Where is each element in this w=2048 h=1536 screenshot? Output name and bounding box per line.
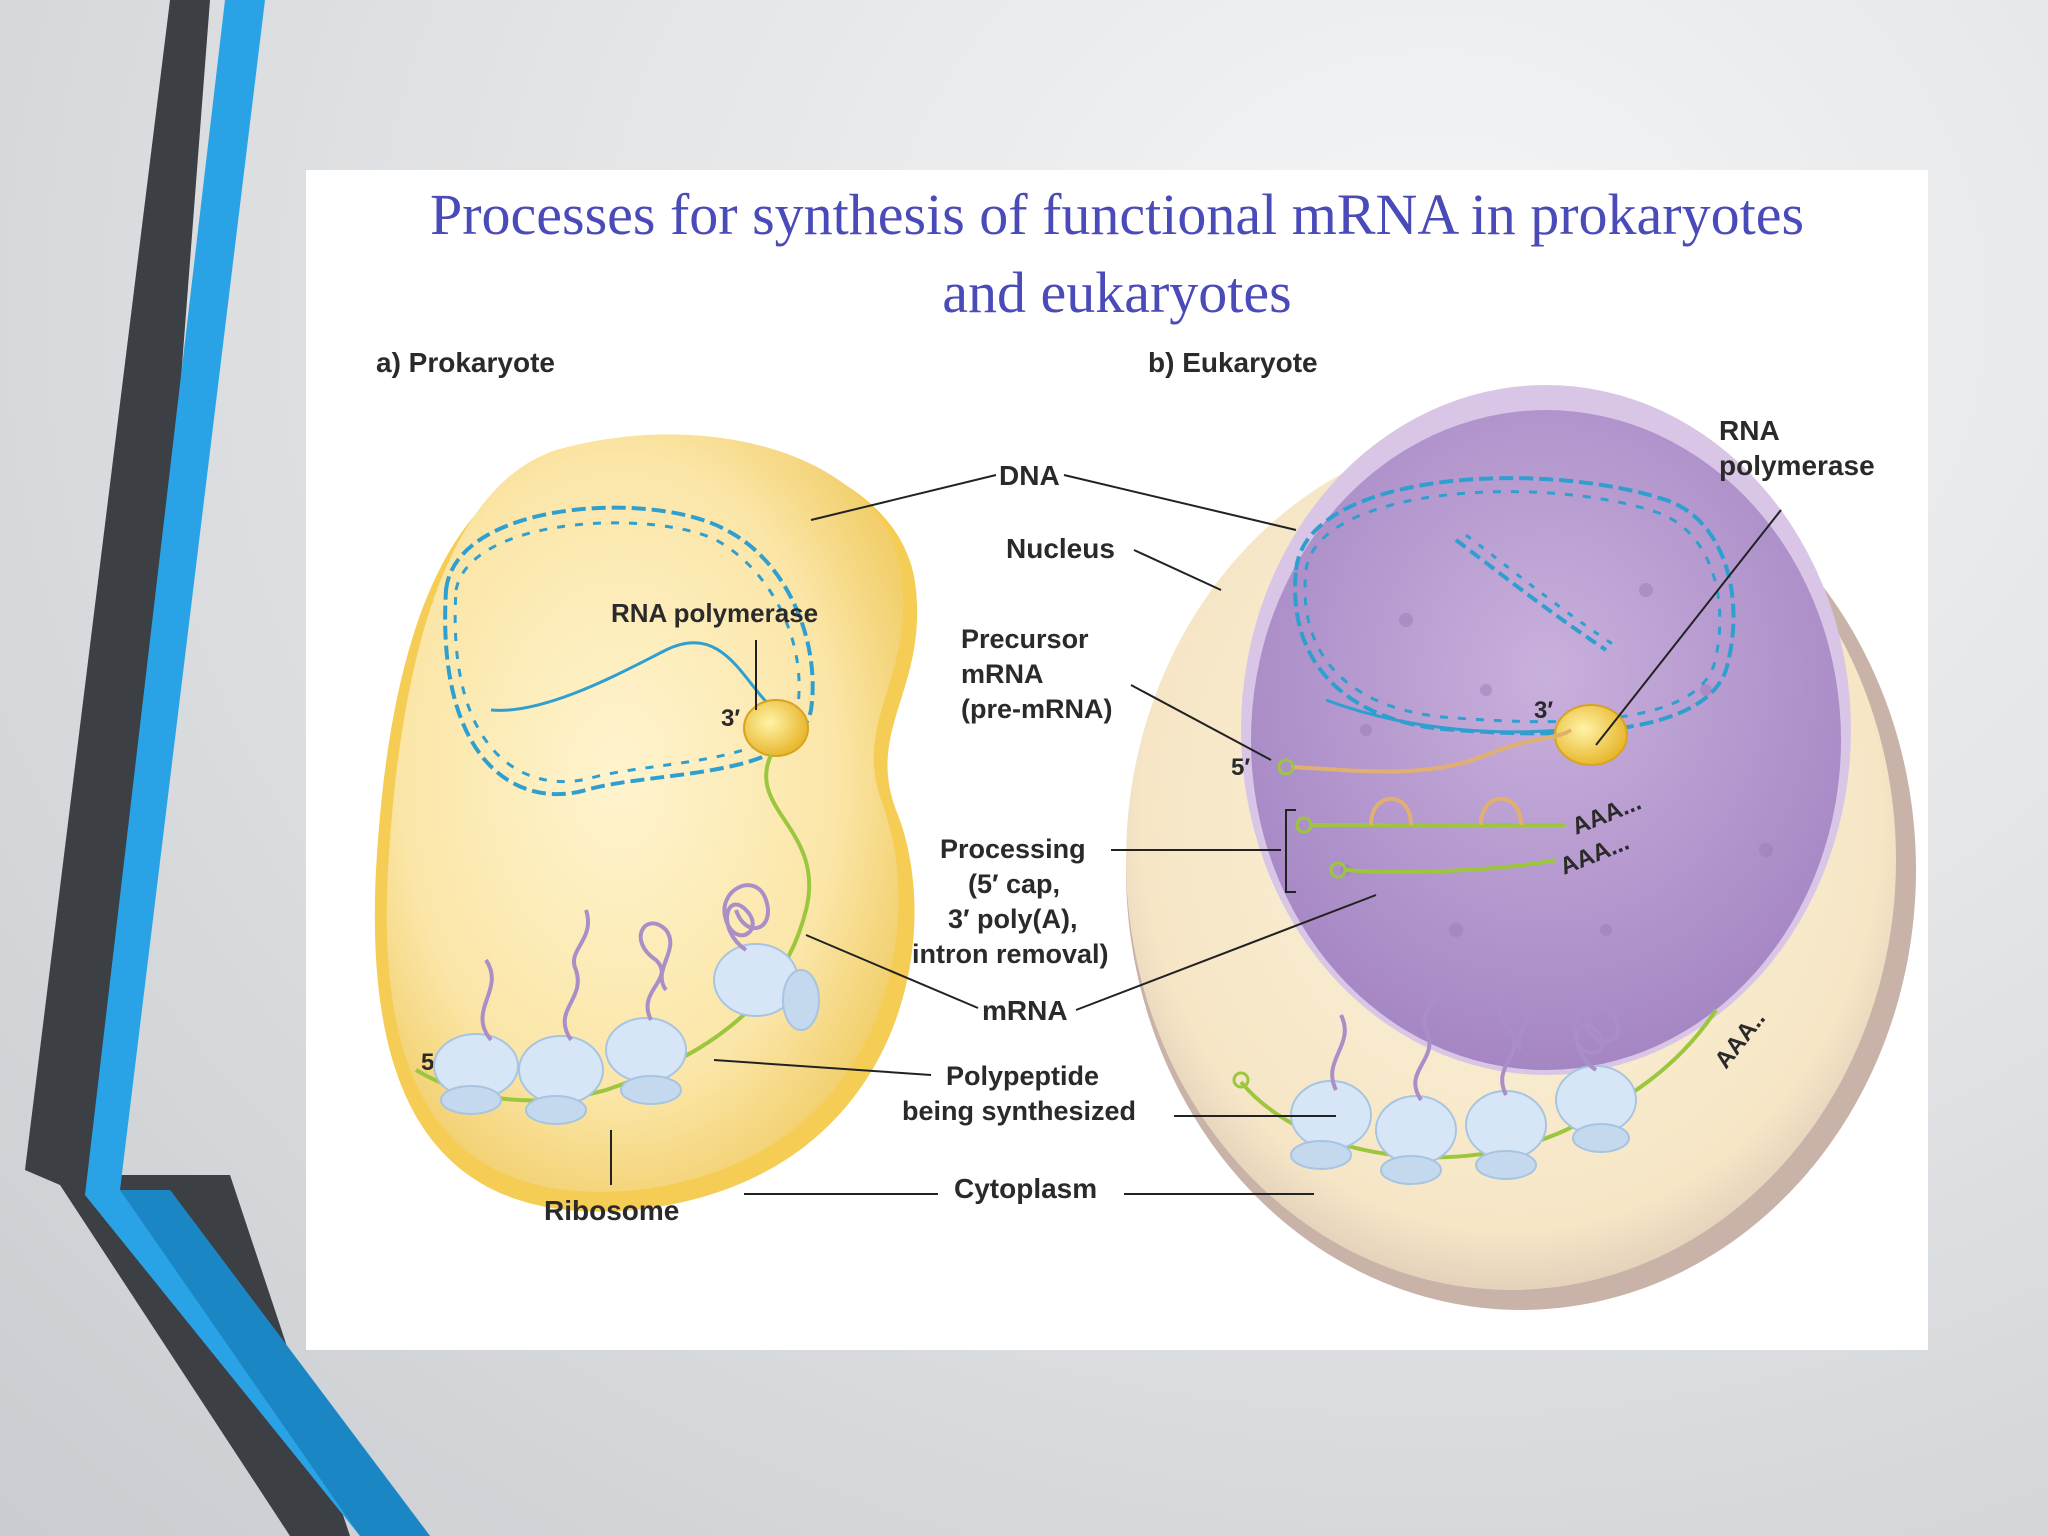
five-prime-right: 5′ [1231, 754, 1250, 781]
cytoplasm-label: Cytoplasm [954, 1173, 1097, 1204]
processing-label-1: Processing [940, 834, 1086, 864]
polypeptide-label-1: Polypeptide [946, 1061, 1099, 1091]
processing-label-4: intron removal) [912, 939, 1109, 969]
diagram-figure: Processes for synthesis of functional mR… [306, 170, 1928, 1350]
title-line-1: Processes for synthesis of functional mR… [429, 182, 1805, 247]
rna-polymerase-label-right-2: polymerase [1719, 450, 1875, 481]
pre-mrna-strand [1290, 728, 1573, 774]
nucleus-label: Nucleus [1006, 533, 1115, 564]
rna-polymerase-label-right-1: RNA [1719, 415, 1780, 446]
processing-label-2: (5′ cap, [968, 869, 1060, 899]
dna-label: DNA [999, 460, 1060, 491]
center-labels: DNA Nucleus RNA polymerase Precursor mRN… [713, 415, 1875, 1204]
processed-mrna [1295, 796, 1566, 879]
eukaryote-polypeptides [1330, 974, 1620, 1102]
eukaryote-ribosomes [1290, 1065, 1637, 1185]
precursor-label-2: mRNA [961, 659, 1044, 689]
eukaryote-panel-label: b) Eukaryote [1148, 347, 1318, 378]
prokaryote-panel-label: a) Prokaryote [376, 347, 555, 378]
eukaryote-rna-polymerase [1554, 704, 1628, 766]
mrna-diagram: a) Prokaryote b) Eukaryote RNA polymeras… [374, 347, 1916, 1310]
prokaryote-rna-polymerase [743, 699, 809, 757]
nucleus [1241, 385, 1851, 1075]
mrna-label: mRNA [982, 995, 1068, 1026]
rna-polymerase-label-left: RNA polymerase [611, 598, 818, 628]
three-prime-right: 3′ [1534, 697, 1553, 724]
precursor-label-1: Precursor [961, 624, 1089, 654]
prokaryote-dna [443, 505, 815, 797]
eukaryote-dna [1293, 476, 1736, 736]
prokaryote-polypeptides [480, 883, 770, 1042]
precursor-label-3: (pre-mRNA) [961, 694, 1113, 724]
prokaryote-ribosomes [433, 943, 820, 1125]
blue-stripe [85, 0, 430, 1536]
processing-label-3: 3′ poly(A), [948, 904, 1077, 934]
three-prime-left: 3′ [721, 705, 740, 732]
blue-stripe-dark [120, 1190, 430, 1536]
polypeptide-label-2: being synthesized [902, 1096, 1136, 1126]
title-line-2: and eukaryotes [942, 260, 1292, 325]
diagram-title: Processes for synthesis of functional mR… [306, 176, 1928, 332]
ribosome-label: Ribosome [544, 1195, 679, 1226]
